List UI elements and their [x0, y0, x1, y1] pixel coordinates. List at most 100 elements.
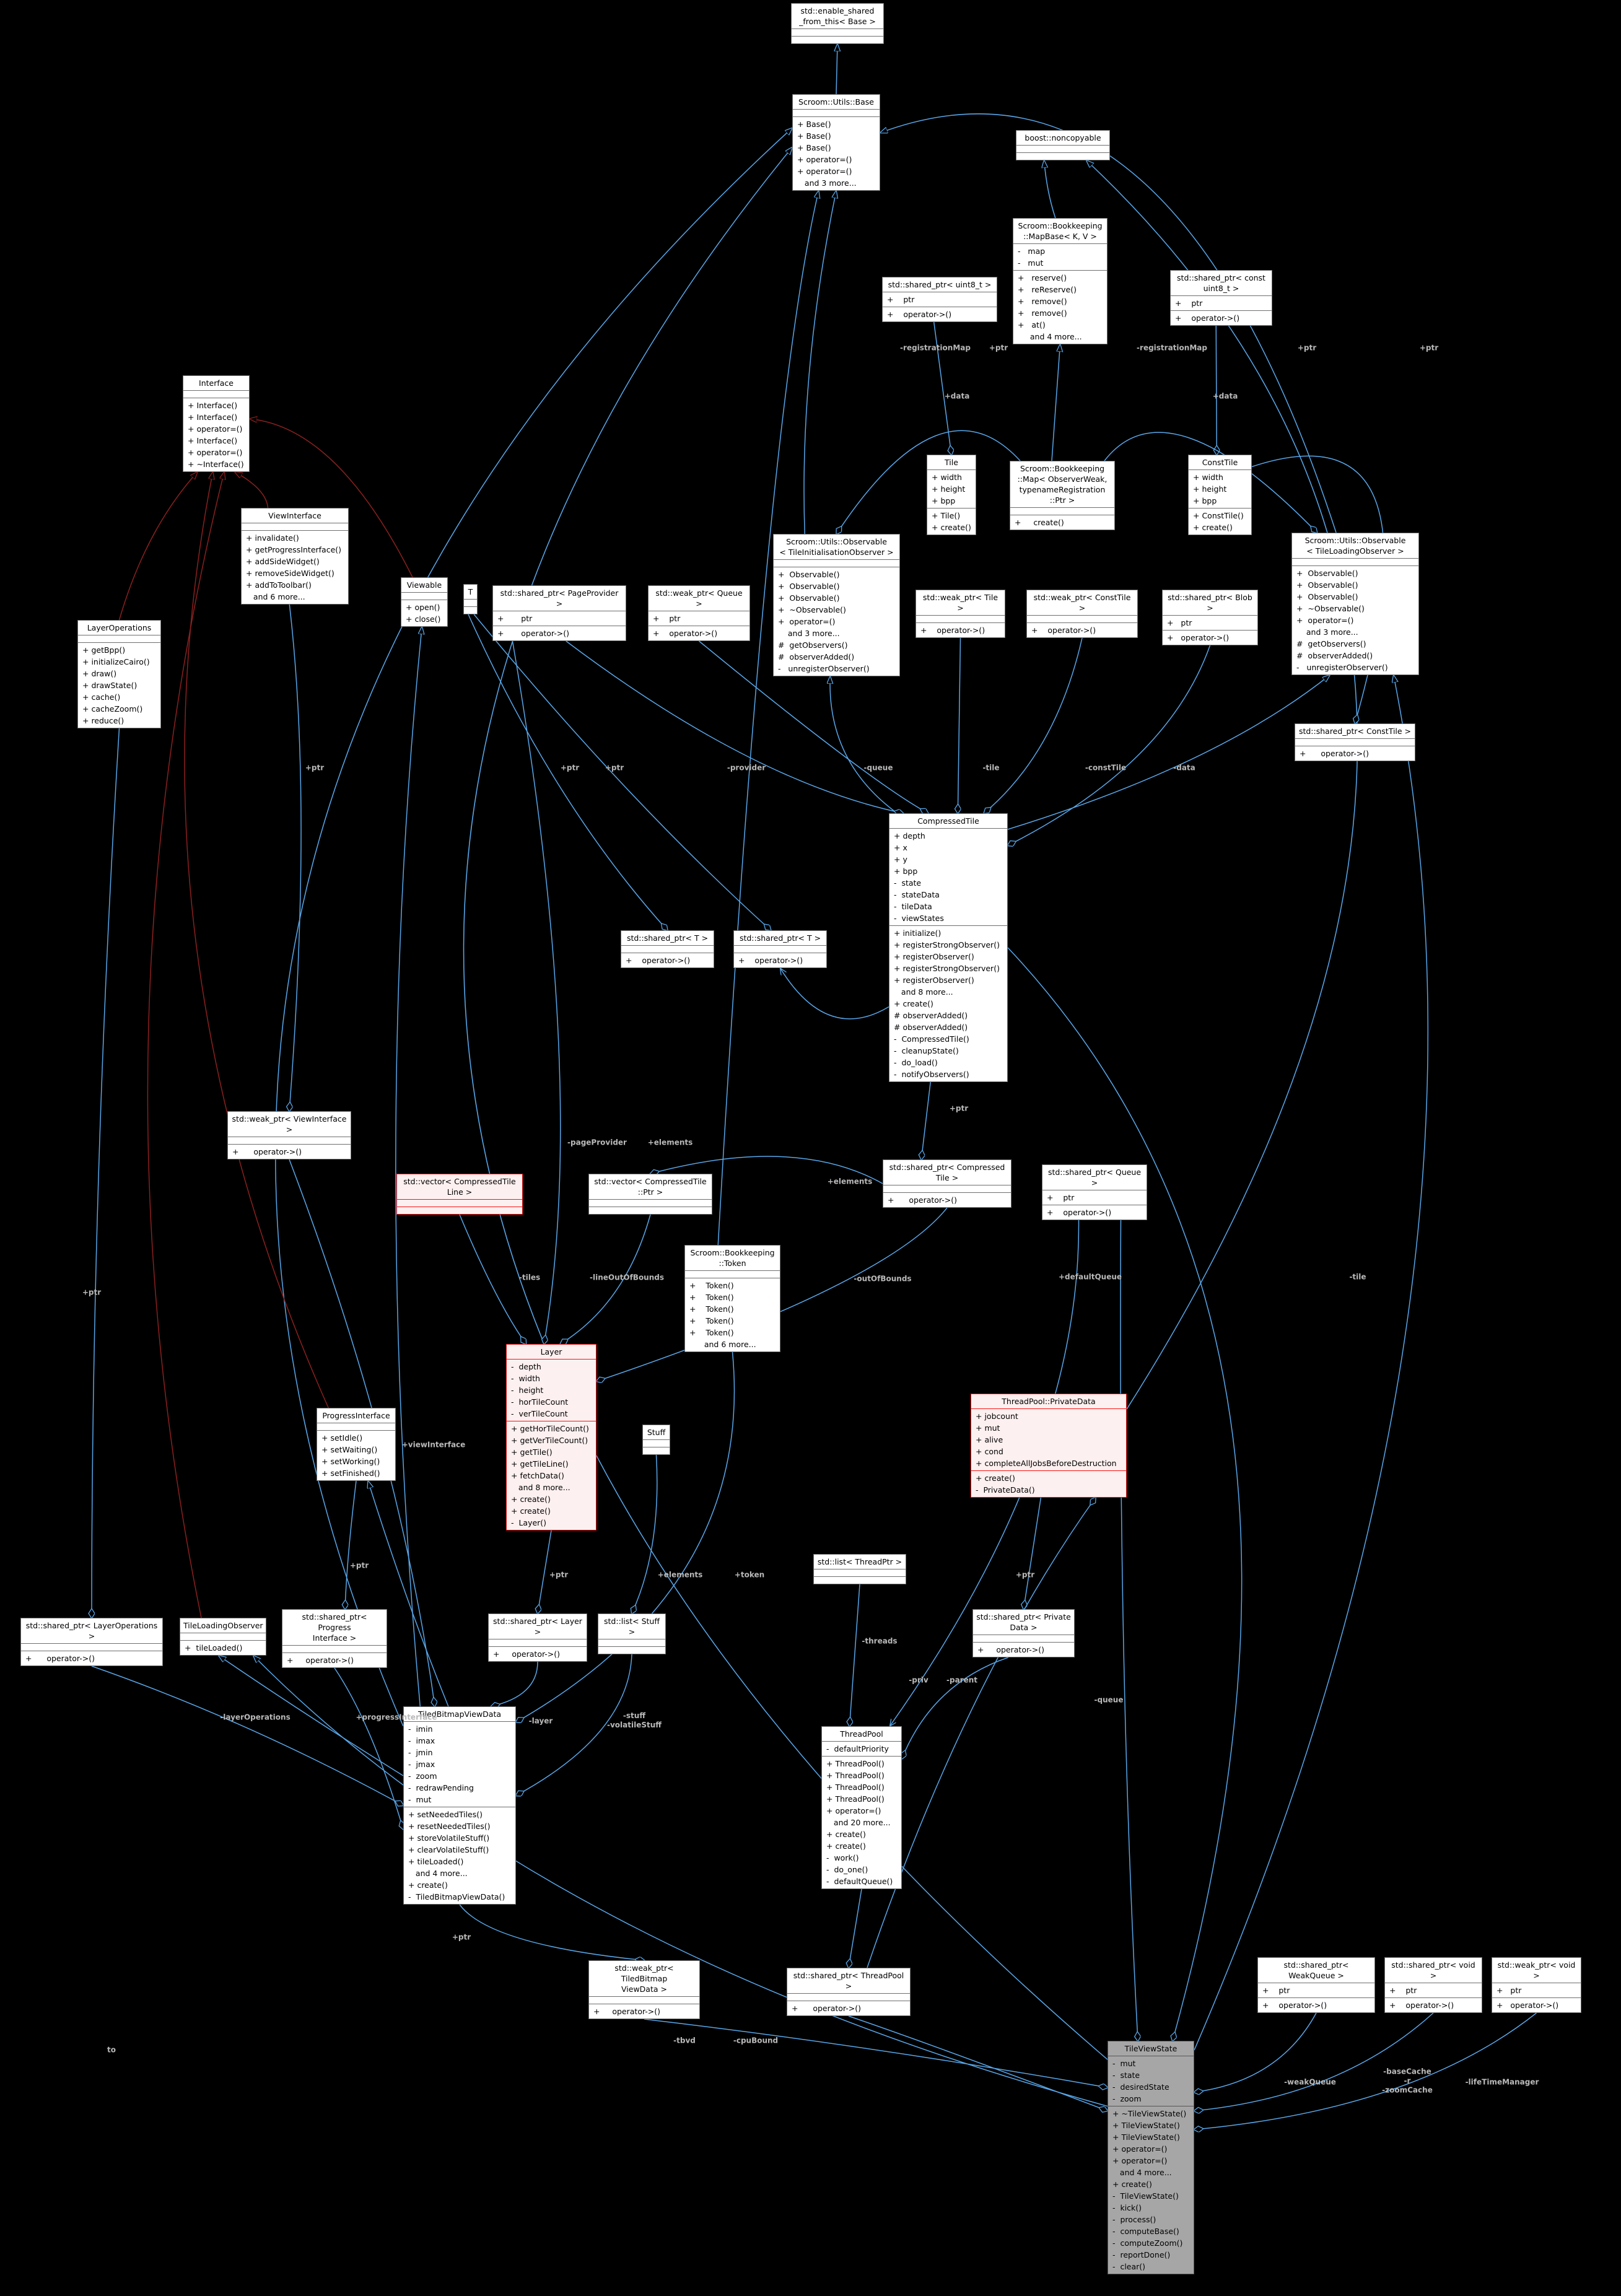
- class-node-tile[interactable]: Tile+ width+ height+ bpp+ Tile()+ create…: [927, 455, 976, 535]
- class-node-sp_compressedtile[interactable]: std::shared_ptr< Compressed Tile >+ oper…: [883, 1159, 1011, 1208]
- class-member: - Layer(): [511, 1518, 547, 1527]
- edge-label: -tbvd: [673, 2036, 696, 2045]
- class-member: + setFinished(): [321, 1469, 380, 1478]
- class-node-threadpool[interactable]: ThreadPool- defaultPriority+ ThreadPool(…: [821, 1726, 902, 1889]
- class-node-wp_tbvd[interactable]: std::weak_ptr< TiledBitmap ViewData >+ o…: [588, 1960, 700, 2019]
- class-node-wp_viewinterface[interactable]: std::weak_ptr< ViewInterface >+ operator…: [227, 1111, 351, 1159]
- class-node-sp_blob[interactable]: std::shared_ptr< Blob >+ ptr+ operator->…: [1162, 590, 1258, 645]
- class-node-obs_tileload[interactable]: Scroom::Utils::Observable < TileLoadingO…: [1291, 533, 1419, 675]
- class-node-list_stuff[interactable]: std::list< Stuff >: [598, 1613, 666, 1654]
- class-node-viewinterface[interactable]: ViewInterface+ invalidate()+ getProgress…: [241, 508, 349, 605]
- class-title: std::list< ThreadPtr >: [817, 1557, 902, 1566]
- class-title: std::shared_ptr< Blob >: [1168, 593, 1252, 613]
- edge-compressedtile-to-obs_tileinit: [830, 676, 898, 814]
- class-member: + operator->(): [497, 629, 569, 638]
- edge-wp_void-to-tileviewstate: [1194, 2012, 1537, 2129]
- class-node-sp_weakqueue[interactable]: std::shared_ptr< WeakQueue >+ ptr+ opera…: [1257, 1957, 1375, 2013]
- class-node-sp_consttile[interactable]: std::shared_ptr< ConstTile >+ operator->…: [1295, 723, 1415, 761]
- class-node-wp_queue[interactable]: std::weak_ptr< Queue >+ ptr+ operator->(…: [648, 585, 750, 641]
- class-node-stuff[interactable]: Stuff: [642, 1425, 670, 1455]
- class-section: [685, 1270, 780, 1278]
- class-node-sp_t1[interactable]: std::shared_ptr< T >+ operator->(): [621, 930, 714, 968]
- class-node-obs_tileinit[interactable]: Scroom::Utils::Observable < TileInitiali…: [773, 534, 900, 676]
- class-node-base[interactable]: Scroom::Utils::Base+ Base()+ Base()+ Bas…: [792, 94, 880, 191]
- class-section: [242, 523, 348, 530]
- class-member: + remove(): [1018, 308, 1067, 318]
- class-member: + operator->(): [1167, 633, 1230, 642]
- class-node-vec_ctptr[interactable]: std::vector< CompressedTile ::Ptr >: [588, 1174, 712, 1215]
- edge-label: -layerOperations: [220, 1713, 291, 1722]
- class-member: and 4 more...: [1112, 2168, 1172, 2177]
- class-member: + create(): [511, 1495, 551, 1504]
- class-node-tileviewstate[interactable]: TileViewState- mut- state- desiredState-…: [1108, 2041, 1194, 2274]
- class-node-mapbase[interactable]: Scroom::Bookkeeping ::MapBase< K, V >- m…: [1013, 218, 1108, 344]
- edge-label: -registrationMap: [1137, 343, 1207, 352]
- class-node-sp_queue[interactable]: std::shared_ptr< Queue >+ ptr+ operator-…: [1042, 1164, 1147, 1220]
- class-node-compressedtile[interactable]: CompressedTile+ depth+ x+ y+ bpp- state-…: [889, 813, 1008, 1082]
- class-node-sp_pageprovider[interactable]: std::shared_ptr< PageProvider >+ ptr+ op…: [492, 585, 626, 641]
- class-node-sp_t2[interactable]: std::shared_ptr< T >+ operator->(): [733, 930, 827, 968]
- class-node-wp_consttile[interactable]: std::weak_ptr< ConstTile >+ operator->(): [1026, 590, 1138, 638]
- edge-threadpool-to-sp_threadpool: [849, 1888, 862, 1968]
- class-member: - mut: [1112, 2059, 1136, 2068]
- class-member: + operator=(): [778, 617, 836, 626]
- edge-viewinterface-to-interface: [235, 472, 269, 509]
- class-node-sp_uint8[interactable]: std::shared_ptr< uint8_t >+ ptr+ operato…: [882, 277, 997, 322]
- class-node-consttile[interactable]: ConstTile+ width+ height+ bpp+ ConstTile…: [1188, 455, 1252, 535]
- class-node-viewable[interactable]: Viewable+ open()+ close(): [401, 577, 448, 627]
- class-node-sp_const_uint8[interactable]: std::shared_ptr< const uint8_t >+ ptr+ o…: [1170, 270, 1272, 326]
- class-node-progressinterface[interactable]: ProgressInterface+ setIdle()+ setWaiting…: [317, 1408, 396, 1481]
- class-section: + create()- PrivateData(): [971, 1470, 1126, 1497]
- edge-label: -threads: [862, 1636, 898, 1646]
- class-member: + getTileLine(): [511, 1459, 569, 1469]
- class-member: + close(): [406, 614, 441, 624]
- edge-token-to-tbvd: [516, 1351, 735, 1722]
- class-section: + operator->(): [489, 1646, 587, 1661]
- class-node-t_box[interactable]: T: [463, 584, 478, 614]
- class-section: [916, 615, 1005, 622]
- class-node-noncopyable[interactable]: boost::noncopyable: [1016, 130, 1110, 160]
- class-node-wp_void[interactable]: std::weak_ptr< void >+ ptr+ operator->(): [1492, 1957, 1581, 2013]
- class-node-enable_shared[interactable]: std::enable_shared _from_this< Base >: [791, 3, 884, 44]
- class-node-sp_threadpool[interactable]: std::shared_ptr< ThreadPool >+ operator-…: [787, 1968, 911, 2016]
- class-node-map_observer[interactable]: Scroom::Bookkeeping ::Map< ObserverWeak,…: [1010, 461, 1115, 530]
- class-member: - PrivateData(): [976, 1485, 1035, 1495]
- class-node-sp_layer[interactable]: std::shared_ptr< Layer >+ operator->(): [488, 1613, 587, 1662]
- class-section: - depth- width- height- horTileCount- ve…: [507, 1359, 596, 1421]
- class-node-tbvd[interactable]: TiledBitmapViewData- imin- imax- jmin- j…: [403, 1706, 516, 1905]
- class-member: + ~Observable(): [778, 605, 846, 614]
- edge-viewinterface-to-wp_viewinterface: [289, 604, 302, 1111]
- class-node-interface[interactable]: Interface+ Interface()+ Interface()+ ope…: [183, 375, 250, 472]
- class-section: + ptr: [1042, 1190, 1147, 1205]
- class-node-token[interactable]: Scroom::Bookkeeping ::Token+ Token()+ To…: [684, 1245, 780, 1352]
- class-member: + Token(): [689, 1281, 734, 1290]
- class-node-list_threadptr[interactable]: std::list< ThreadPtr >: [813, 1554, 906, 1584]
- class-node-layerops[interactable]: LayerOperations+ getBpp()+ initializeCai…: [77, 620, 161, 728]
- class-section: + operator->(): [1027, 622, 1137, 637]
- edge-label: -data: [1173, 763, 1195, 772]
- edge-obs_tileload-to-base: [880, 113, 1337, 533]
- class-node-layer[interactable]: Layer- depth- width- height- horTileCoun…: [506, 1344, 596, 1530]
- class-section: [397, 1199, 522, 1207]
- class-section: + ptr: [493, 611, 626, 626]
- class-member: - notifyObservers(): [894, 1070, 969, 1079]
- class-title: std::shared_ptr< const uint8_t >: [1177, 273, 1265, 293]
- class-member: + registerObserver(): [894, 952, 974, 961]
- class-title: LayerOperations: [87, 623, 152, 632]
- class-node-wp_tile[interactable]: std::weak_ptr< Tile >+ operator->(): [915, 590, 1005, 638]
- class-member: - computeBase(): [1112, 2227, 1179, 2236]
- edge-label: +progressInterface: [356, 1713, 437, 1722]
- class-node-sp_privdata[interactable]: std::shared_ptr< Private Data >+ operato…: [972, 1609, 1075, 1657]
- edge-label: -provider: [727, 763, 766, 772]
- class-section: + ptr: [883, 292, 997, 307]
- edge-list_stuff-to-tbvd: [516, 1654, 632, 1796]
- class-node-sp_progress[interactable]: std::shared_ptr< Progress Interface >+ o…: [282, 1609, 387, 1668]
- class-section: [1016, 152, 1109, 160]
- class-member: + Base(): [797, 131, 831, 141]
- class-node-privatedata[interactable]: ThreadPool::PrivateData+ jobcount+ mut+ …: [971, 1394, 1127, 1498]
- class-member: and 6 more...: [246, 592, 305, 601]
- class-node-vec_ctline[interactable]: std::vector< CompressedTile Line >: [396, 1174, 523, 1215]
- class-node-tileloadingobserver[interactable]: TileLoadingObserver+ tileLoaded(): [180, 1618, 266, 1656]
- class-node-sp_layerops[interactable]: std::shared_ptr< LayerOperations >+ oper…: [20, 1618, 163, 1666]
- class-node-sp_void[interactable]: std::shared_ptr< void >+ ptr+ operator->…: [1384, 1957, 1482, 2013]
